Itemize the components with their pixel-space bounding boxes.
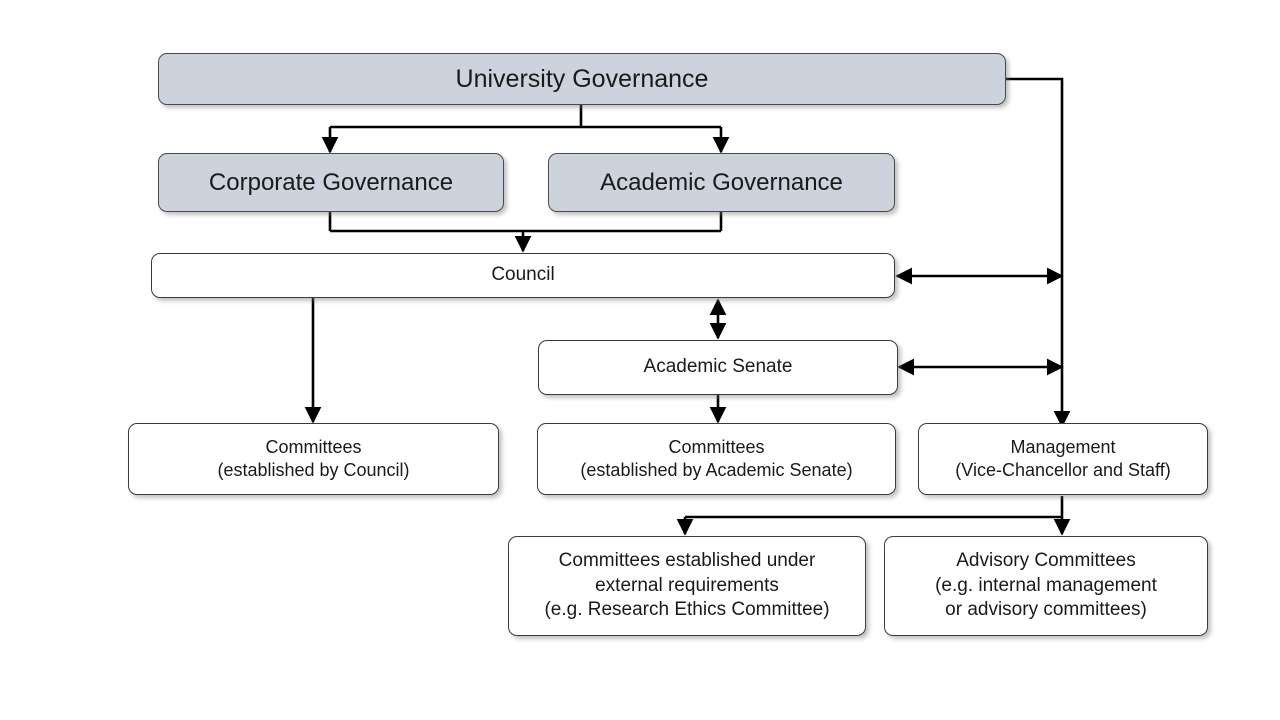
node-label: Council — [491, 264, 555, 286]
node-academic-senate[interactable]: Academic Senate — [538, 340, 898, 395]
node-label: Management (Vice-Chancellor and Staff) — [955, 436, 1171, 480]
node-label: Committees established under external re… — [544, 549, 830, 621]
node-label: Committees (established by Council) — [217, 436, 410, 480]
node-label: Corporate Governance — [208, 168, 454, 196]
node-advisory-committees[interactable]: Advisory Committees (e.g. internal manag… — [884, 536, 1208, 636]
node-label: Academic Senate — [643, 356, 793, 378]
node-council[interactable]: Council — [151, 253, 895, 298]
node-committees-established-by-council[interactable]: Committees (established by Council) — [128, 423, 499, 495]
node-committees-external-requirements[interactable]: Committees established under external re… — [508, 536, 866, 636]
node-label: University Governance — [455, 64, 709, 93]
node-academic-governance[interactable]: Academic Governance — [548, 153, 895, 212]
node-label: Academic Governance — [600, 168, 843, 196]
node-label: Advisory Committees (e.g. internal manag… — [935, 549, 1157, 621]
node-management[interactable]: Management (Vice-Chancellor and Staff) — [918, 423, 1208, 495]
edge-ug-right-trunk — [1006, 77, 1071, 428]
node-label: Committees (established by Academic Sena… — [580, 436, 853, 480]
node-committees-established-by-academic-senate[interactable]: Committees (established by Academic Sena… — [537, 423, 896, 495]
node-corporate-governance[interactable]: Corporate Governance — [158, 153, 504, 212]
node-university-governance[interactable]: University Governance — [158, 53, 1006, 105]
